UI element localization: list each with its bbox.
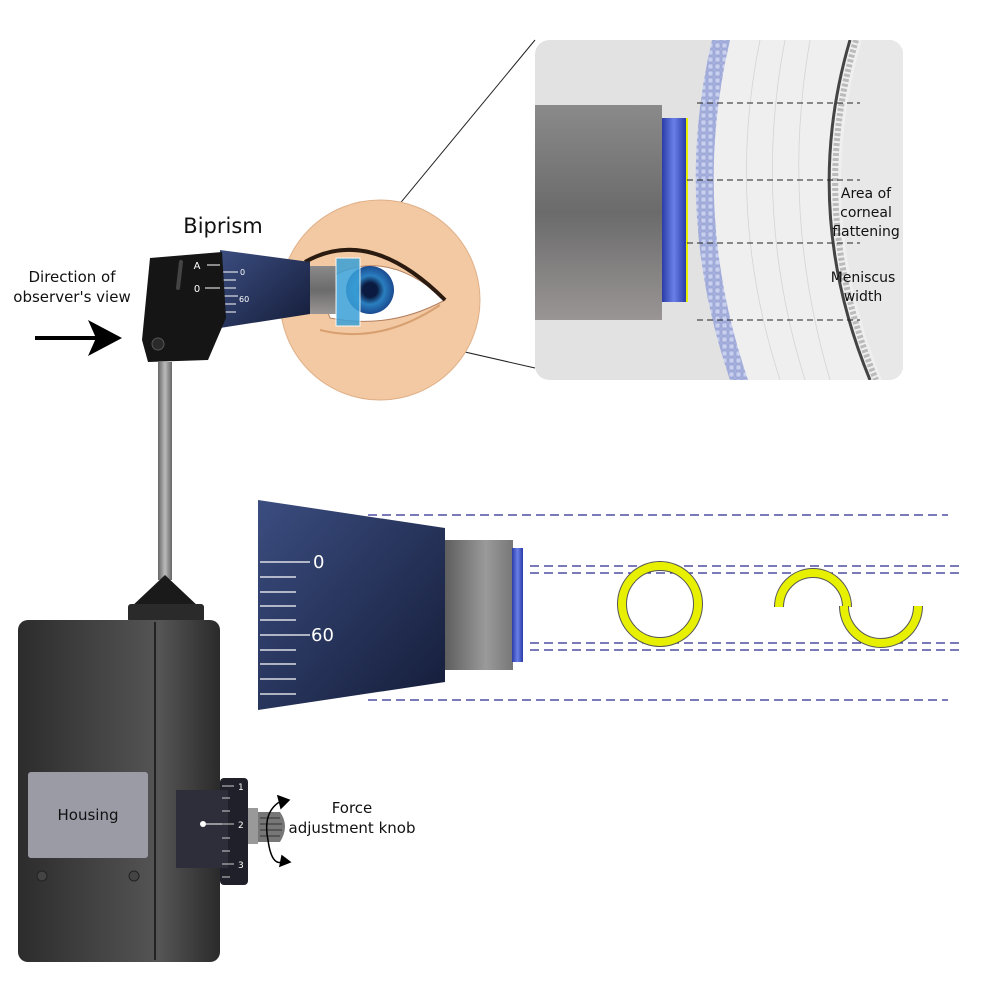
eyelashes: [304, 247, 447, 302]
large-cone: [258, 500, 445, 710]
large-cylinder: [445, 540, 513, 670]
head-body: [142, 252, 226, 362]
large-biprism-view: 0 60: [258, 500, 523, 710]
observer-arrow-icon: [35, 320, 122, 356]
head-scale-a: A: [194, 261, 201, 272]
knob-scale-1: 1: [238, 783, 244, 793]
area-label-line1: Area of: [841, 186, 892, 202]
screw-icon: [36, 870, 48, 882]
biprism-assembly: 0 60 A 0: [142, 250, 361, 362]
area-label-line2: corneal: [840, 205, 892, 221]
screw-icon: [128, 870, 140, 882]
observer-label-line1: Direction of: [29, 268, 117, 286]
corneal-endothelium: [827, 40, 872, 380]
knob-scale-2: 2: [238, 821, 244, 831]
knob-scale-3: 3: [238, 861, 244, 871]
large-cone-scale-0: 0: [313, 552, 324, 573]
meniscus-label-line2: width: [844, 289, 883, 305]
large-prism-tip: [512, 548, 523, 662]
area-label-line3: flattening: [832, 224, 900, 240]
support-rod: [158, 362, 172, 580]
inset-prism-tip: [662, 118, 686, 302]
force-adjustment-knob[interactable]: 1 2 3: [176, 778, 292, 885]
rotate-arrows-icon: [265, 794, 292, 868]
housing: Housing: [18, 620, 220, 962]
biprism-tip: [335, 257, 361, 327]
stand-joint: [130, 575, 200, 608]
meniscus-label-line1: Meniscus: [831, 270, 896, 286]
screw-icon: [151, 337, 165, 351]
head-scale-0: 0: [194, 284, 200, 295]
small-cone-scale-60: 60: [239, 295, 249, 304]
knob-label-line1: Force: [332, 799, 373, 817]
mire-semicircles-offset: [774, 568, 923, 648]
housing-label: Housing: [58, 806, 119, 824]
mire-ring-closed: [617, 561, 703, 647]
large-cone-scale-60: 60: [311, 625, 334, 646]
observer-direction-label: Direction of observer's view: [13, 268, 130, 306]
observer-label-line2: observer's view: [13, 288, 130, 306]
small-cone: [220, 250, 310, 328]
knob-label-line2: adjustment knob: [289, 819, 416, 837]
meniscus-width-label: Meniscus width: [831, 270, 896, 305]
housing-label-plate: [28, 772, 148, 858]
small-cone-scale-0: 0: [240, 268, 245, 277]
biprism-label: Biprism: [183, 214, 262, 238]
area-of-flattening-label: Area of corneal flattening: [832, 186, 900, 240]
inset-prism-cylinder: [535, 105, 662, 320]
magnified-inset: Area of corneal flattening Meniscus widt…: [535, 40, 903, 380]
